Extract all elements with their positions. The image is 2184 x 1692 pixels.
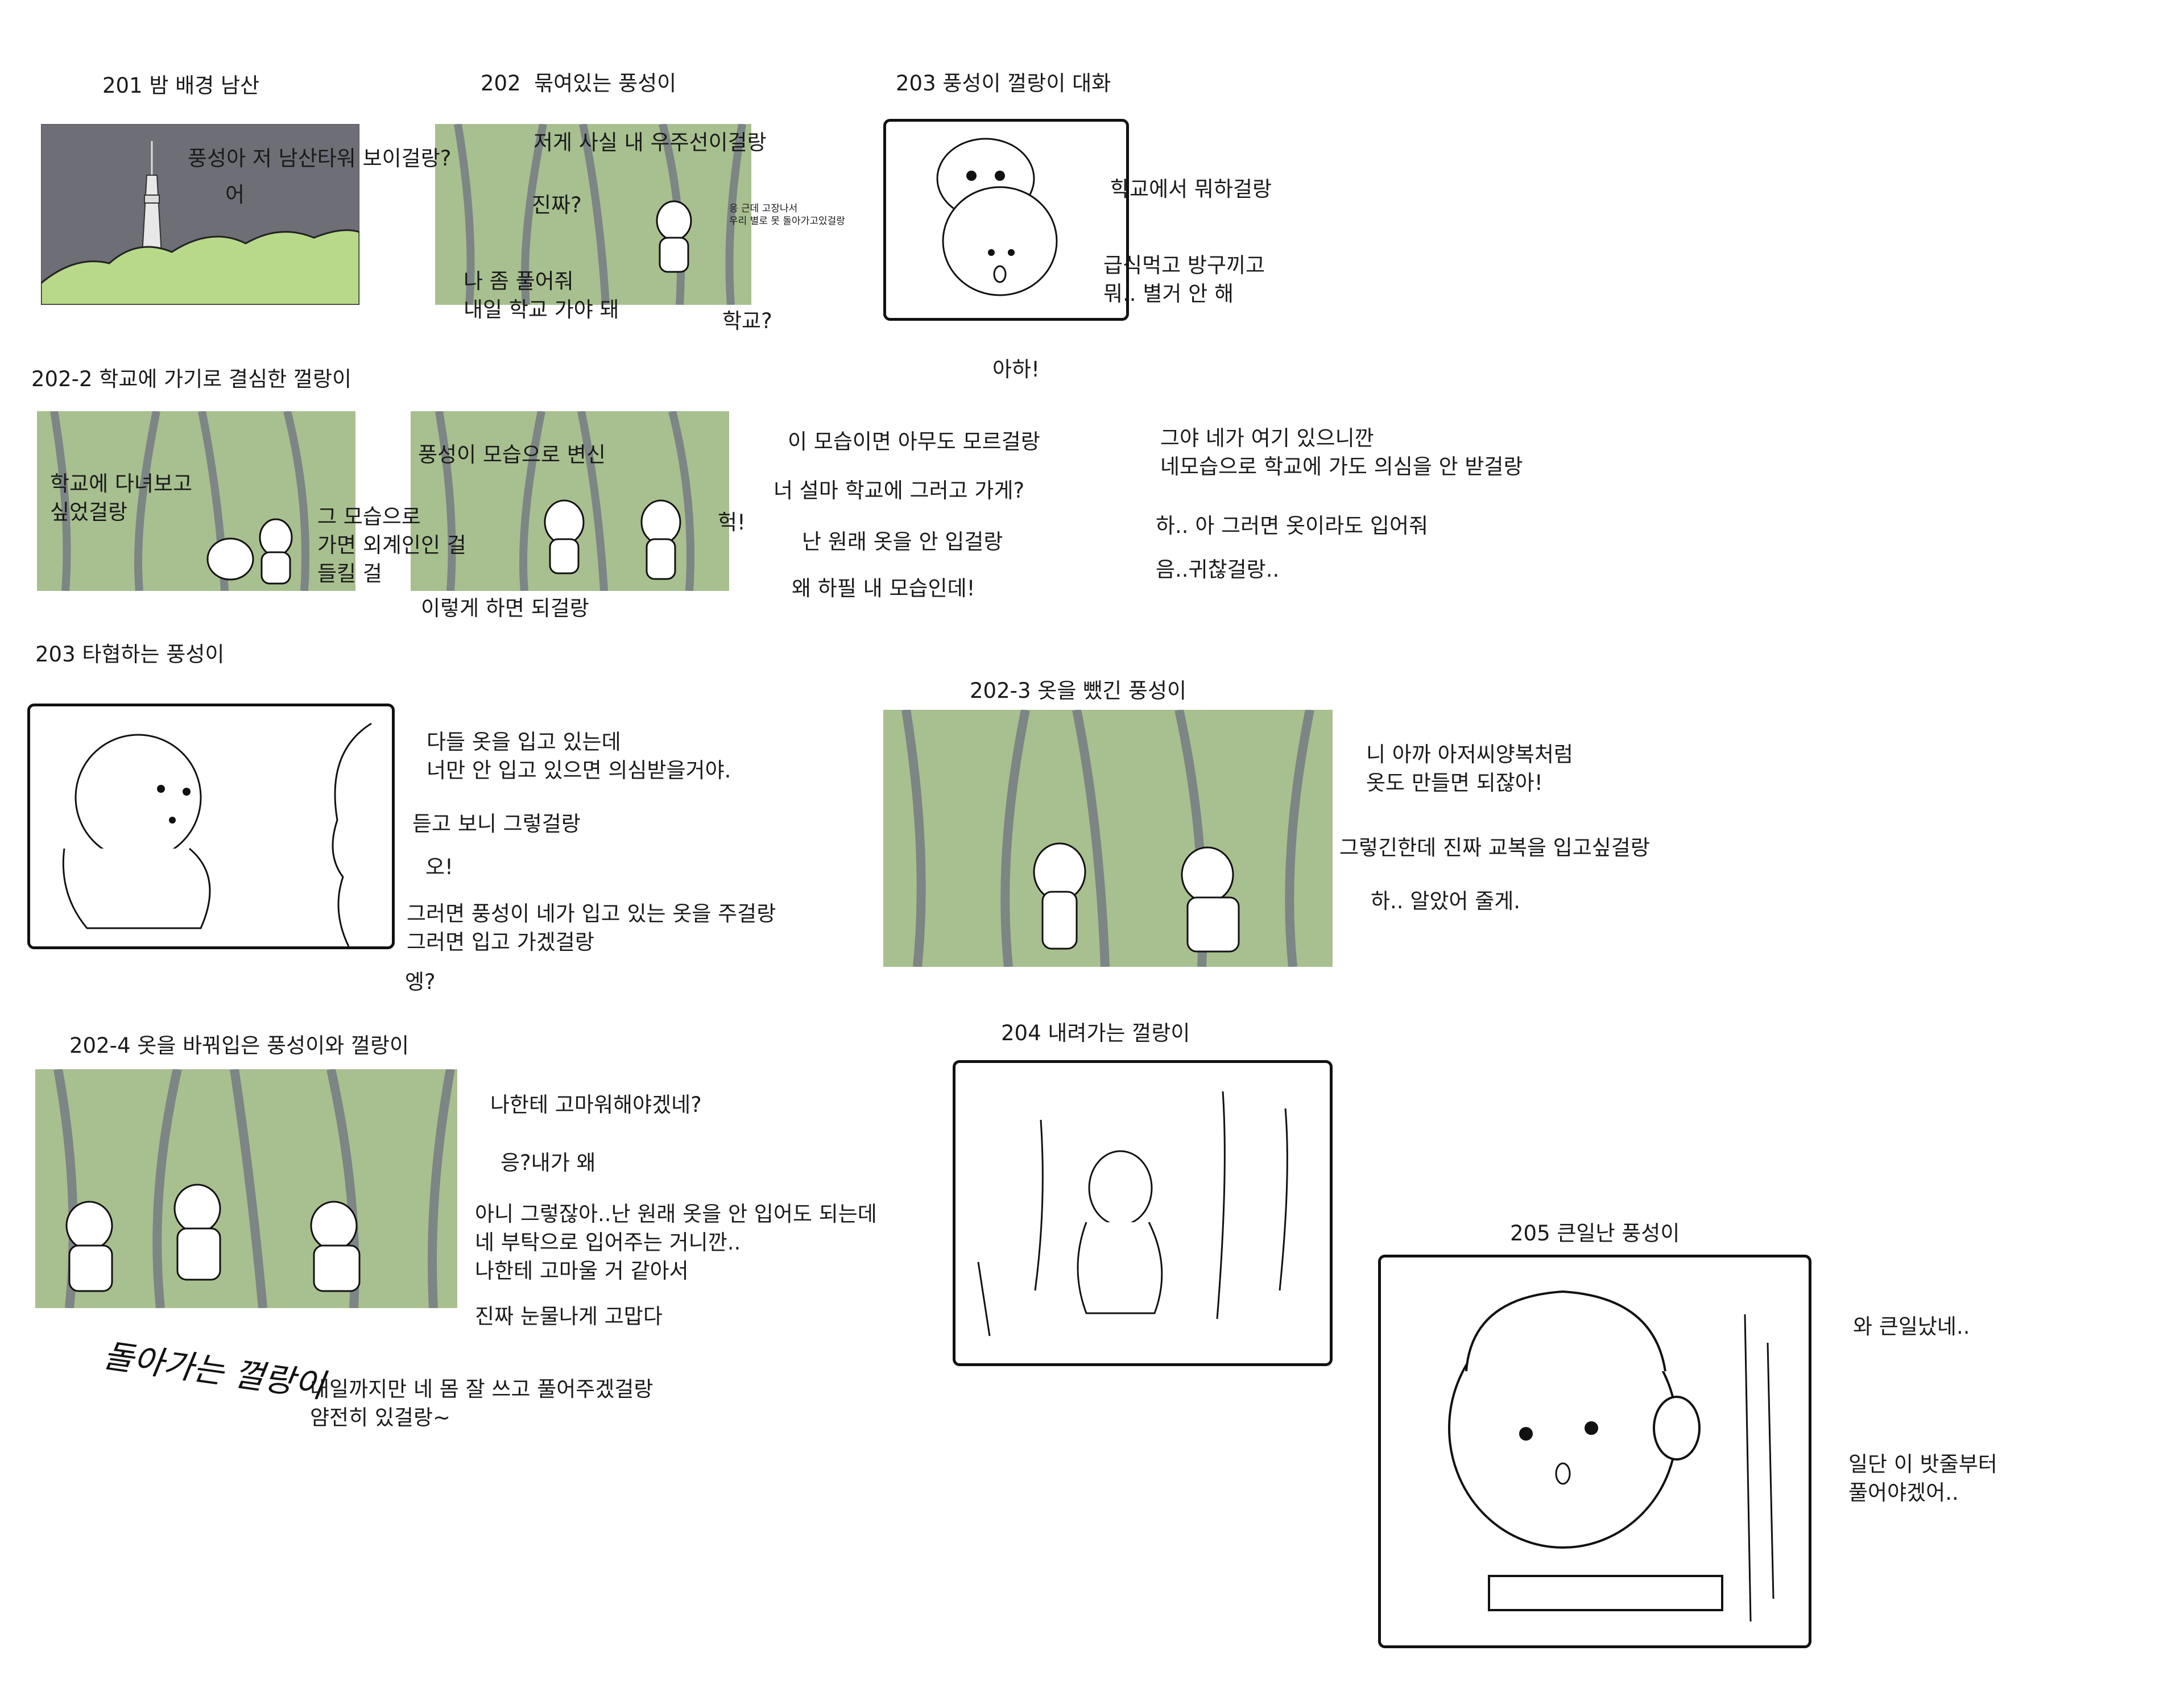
dialogue-203b-3: 오! (425, 855, 453, 879)
forest-illustration (35, 1069, 457, 1308)
forest-illustration (883, 710, 1333, 967)
dialogue-202-2-2: 그 모습으로 가면 외계인인 걸 들킬 걸 (317, 504, 466, 586)
forest-illustration (435, 124, 751, 305)
panel-202-2-left (37, 411, 355, 591)
namsan-night-illustration (41, 124, 359, 305)
dialogue-201-2: 어 (225, 183, 245, 207)
dialogue-202-5: 학교? (722, 309, 772, 333)
dialogue-202-2-7: 너 설마 학교에 그러고 가게? (774, 478, 1025, 503)
forest-illustration (37, 411, 355, 591)
dialogue-203a-3: 아하! (992, 357, 1040, 382)
walking-down-illustration (977, 1091, 1288, 1337)
dialogue-203a-2: 급식먹고 방구끼고 뭐.. 별거 안 해 (1103, 253, 1265, 306)
dialogue-202-2-10: 그야 네가 여기 있으니깐 네모습으로 학교에 가도 의심을 안 받걸랑 (1160, 426, 1523, 479)
panel-201-namsan-night (41, 124, 359, 305)
dialogue-203b-2: 듣고 보니 그렇걸랑 (412, 812, 581, 836)
character-dialogue-illustration (936, 138, 1058, 296)
scene-title-202-2: 202-2 학교에 가기로 결심한 껄랑이 (31, 367, 352, 391)
dialogue-202-2-4: 헉! (718, 510, 746, 535)
forest-illustration (411, 411, 729, 591)
dialogue-202-2-1: 학교에 다녀보고 싶었걸랑 (50, 471, 193, 524)
negotiation-illustration (62, 722, 372, 946)
panel-202-2-right (411, 411, 729, 591)
panel-204-framed (953, 1060, 1333, 1366)
dialogue-202-2-12: 음..귀찮걸랑.. (1156, 557, 1280, 582)
dialogue-202-3-1: 니 아까 아저씨양복처럼 옷도 만들면 되잖아! (1366, 742, 1573, 795)
dialogue-202-4-3: 아니 그렇잖아..난 원래 옷을 안 입어도 되는데 네 부탁으로 입어주는 거… (475, 1202, 877, 1283)
scene-title-202: 202 묶여있는 풍성이 (481, 71, 677, 96)
scene-title-205: 205 큰일난 풍성이 (1510, 1221, 1680, 1246)
scene-title-203b: 203 타협하는 풍성이 (35, 642, 225, 667)
dialogue-201-1: 풍성아 저 남산타워 보이걸랑? (188, 146, 452, 171)
panel-205-framed (1378, 1255, 1811, 1648)
dialogue-203b-5: 엥? (405, 970, 436, 994)
dialogue-202-2-8: 난 원래 옷을 안 입걸랑 (802, 529, 1003, 554)
dialogue-202-3: 응 근데 고장나서 우리 별로 못 돌아가고있걸랑 (729, 203, 845, 227)
dialogue-202-4-1: 나한테 고마워해야겠네? (490, 1093, 702, 1117)
dialogue-202-1: 저게 사실 내 우주선이걸랑 (533, 130, 767, 155)
panel-202-4 (35, 1069, 457, 1308)
dialogue-202-2-11: 하.. 아 그러면 옷이라도 입어줘 (1156, 514, 1429, 538)
dialogue-202-4-2: 응?내가 왜 (500, 1151, 596, 1175)
panel-203b-framed (27, 704, 395, 949)
dialogue-202-2-9: 왜 하필 내 모습인데! (792, 576, 975, 601)
panel-202-3 (883, 710, 1333, 967)
dialogue-203a-1: 학교에서 뭐하걸랑 (1110, 177, 1272, 201)
scene-title-204: 204 내려가는 껄랑이 (1001, 1021, 1190, 1045)
scene-title-201: 201 밤 배경 남산 (102, 73, 260, 98)
dialogue-202-3-3: 하.. 알았어 줄게. (1371, 889, 1521, 913)
dialogue-202-2-5: 이렇게 하면 되걸랑 (421, 596, 589, 620)
panel-203a-framed (883, 119, 1129, 321)
dialogue-205-1: 와 큰일났네.. (1853, 1314, 1970, 1339)
dialogue-203b-1: 다들 옷을 입고 있는데 너만 안 입고 있으면 의심받을거야. (427, 730, 731, 783)
scene-title-203a: 203 풍성이 껄랑이 대화 (896, 71, 1111, 96)
dialogue-202-2: 진짜? (532, 193, 582, 217)
dialogue-202-4-5: 내일까지만 네 몸 잘 쓰고 풀어주겠걸랑 얌전히 있걸랑~ (310, 1377, 653, 1430)
scene-title-202-3: 202-3 옷을 뺐긴 풍성이 (970, 679, 1187, 703)
dialogue-202-4-4: 진짜 눈물나게 고맙다 (475, 1304, 663, 1329)
dialogue-202-2-6: 이 모습이면 아무도 모르걸랑 (788, 429, 1040, 454)
dialogue-202-3-2: 그렇긴한데 진짜 교복을 입고싶걸랑 (1339, 835, 1650, 860)
panel-202-forest (435, 124, 751, 305)
dialogue-202-4: 나 좀 풀어줘 내일 학교 가야 돼 (464, 269, 619, 322)
trouble-illustration (1448, 1290, 1774, 1622)
handwritten-note: 돌아가는 껄랑이 (101, 1336, 327, 1405)
dialogue-203b-4: 그러면 풍성이 네가 입고 있는 옷을 주걸랑 그러면 입고 가겠걸랑 (407, 901, 776, 954)
dialogue-205-2: 일단 이 밧줄부터 풀어야겠어.. (1848, 1452, 1997, 1505)
scene-title-202-4: 202-4 옷을 바꿔입은 풍성이와 껄랑이 (69, 1033, 410, 1058)
dialogue-202-2-3: 풍성이 모습으로 변신 (418, 442, 606, 467)
